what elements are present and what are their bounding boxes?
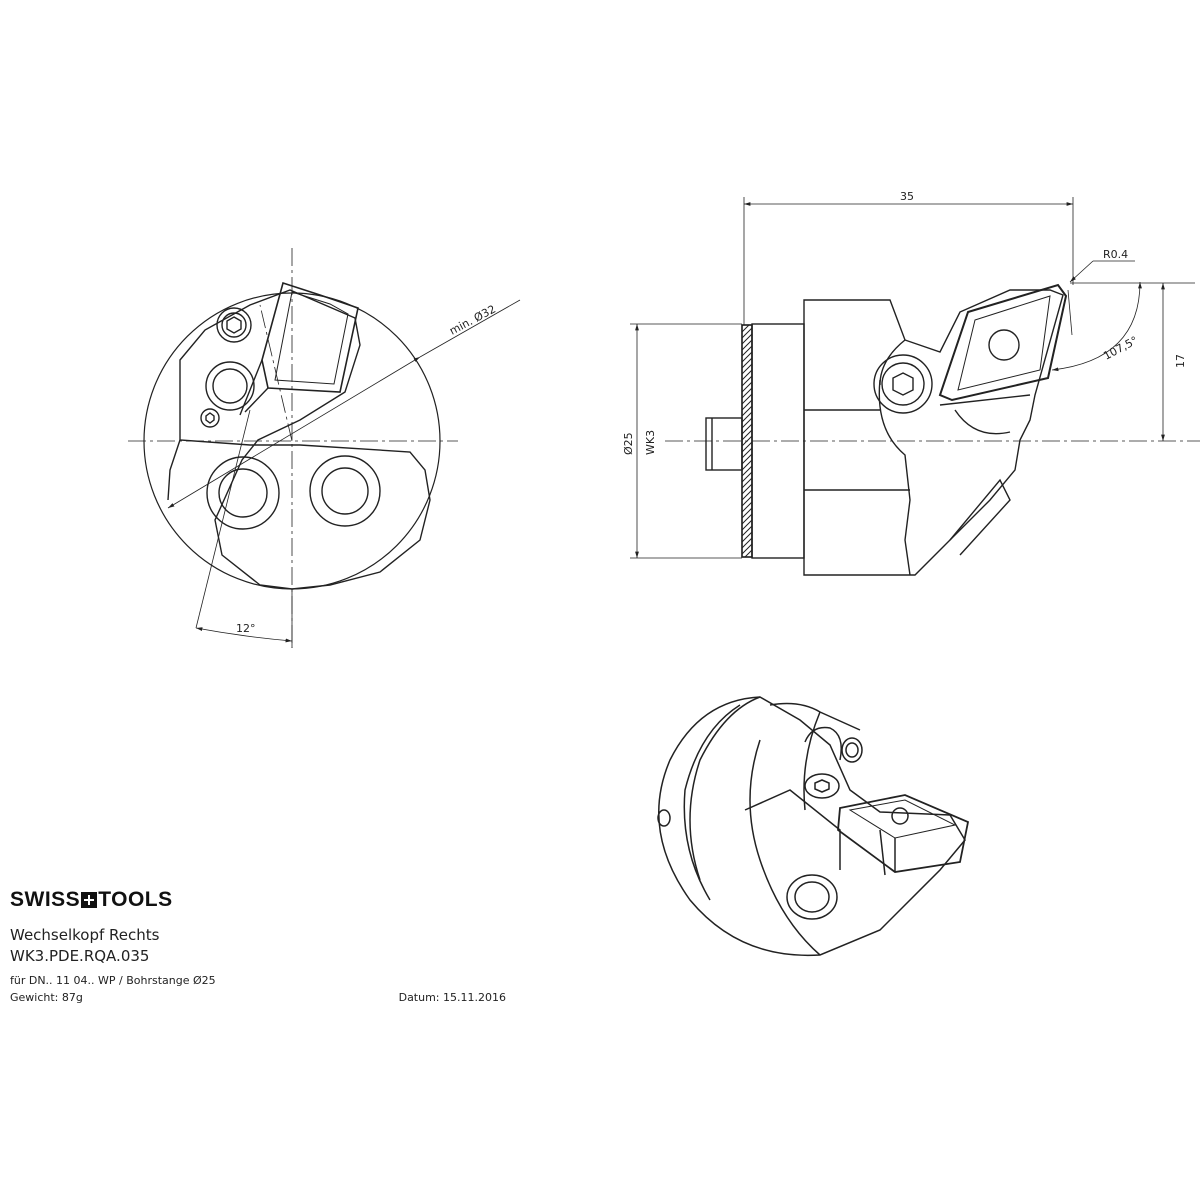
iso-insert [837, 794, 970, 873]
part-name: Wechselkopf Rechts [10, 926, 160, 944]
side-body-outline [803, 289, 1064, 576]
brand-left: SWISS [10, 888, 81, 911]
spigot [705, 417, 743, 471]
angle-insert-label: 107,5° [1101, 334, 1140, 363]
side-insert [938, 283, 1068, 402]
radius-label: R0.4 [1103, 248, 1128, 261]
clamp-screw-circle [216, 307, 252, 343]
usage-line: für DN.. 11 04.. WP / Bohrstange Ø25 [10, 974, 216, 987]
swiss-cross-icon [81, 892, 98, 908]
angle-front-label: 12° [236, 622, 256, 635]
side-view [630, 197, 1200, 576]
weight-label: Gewicht: 87g [10, 991, 83, 1004]
brand-right: TOOLS [98, 888, 173, 911]
front-body-outline [179, 289, 431, 590]
part-code: WK3.PDE.RQA.035 [10, 947, 150, 965]
coupling-label: WK3 [644, 430, 657, 455]
coolant-hole-left [206, 456, 280, 530]
title-block: SWISS TOOLS Wechselkopf Rechts WK3.PDE.R… [10, 888, 530, 1004]
brand-logo: SWISS TOOLS [10, 888, 530, 912]
iso-body-outline [658, 696, 966, 957]
coolant-hole-right [309, 455, 381, 527]
length-label: 35 [900, 190, 914, 203]
isometric-view [657, 696, 970, 957]
height-label: 17 [1174, 354, 1187, 368]
diameter-label: Ø25 [622, 432, 635, 455]
side-clamp-screw [873, 354, 933, 414]
date-label: Datum: 15.11.2016 [398, 991, 506, 1004]
min-bore-label: min. Ø32 [447, 303, 498, 338]
front-view [128, 248, 521, 648]
